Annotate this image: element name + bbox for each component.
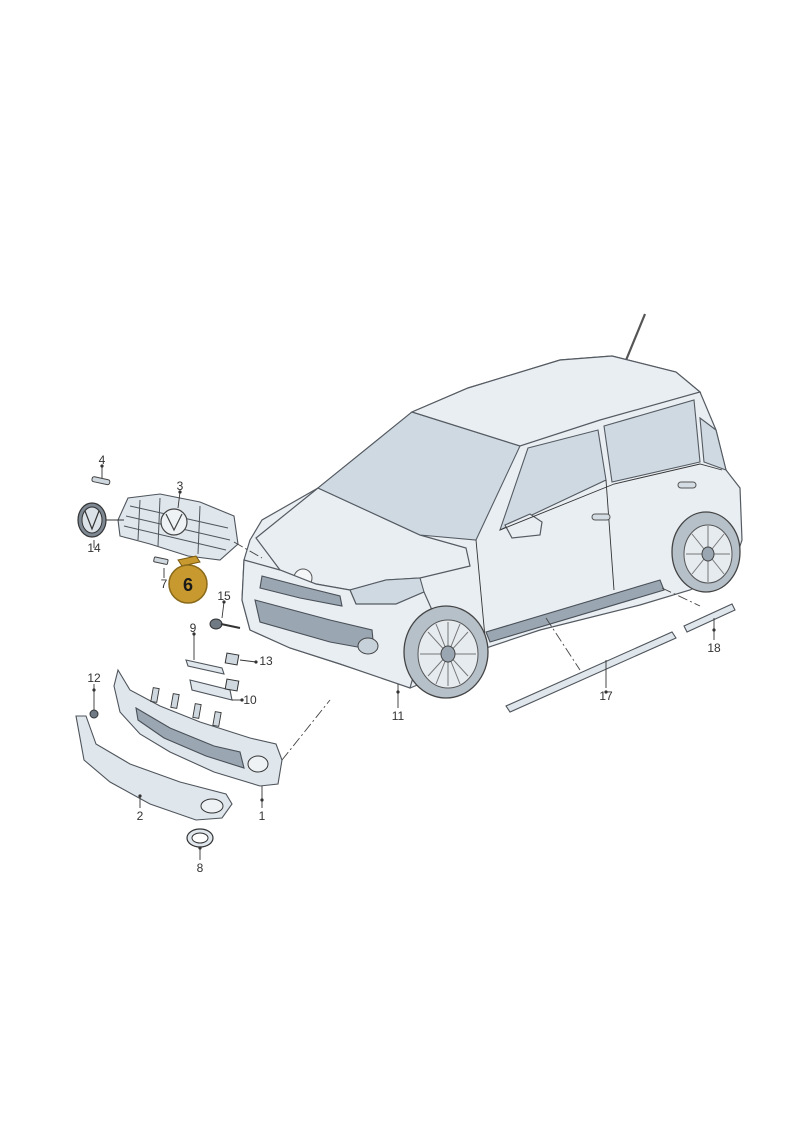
car-illustration [241, 313, 743, 699]
callout-10-label: 10 [243, 693, 257, 707]
bumper-cover [113, 668, 283, 787]
leader-lines [92, 464, 716, 860]
side-mouldings [505, 603, 736, 713]
callout-7-label: 7 [161, 577, 168, 591]
bumper-trim [75, 715, 233, 821]
callout-14-label: 14 [87, 541, 101, 555]
callout-15-label: 15 [217, 589, 231, 603]
callout-18-label: 18 [707, 641, 721, 655]
grille-assembly [77, 476, 239, 567]
callout-1-label: 1 [259, 809, 266, 823]
callout-6-marker[interactable]: 6 [168, 564, 208, 604]
callout-11-label: 11 [392, 709, 405, 723]
callout-17-label: 17 [599, 689, 613, 703]
callout-2-label: 2 [137, 809, 144, 823]
lower-grille-parts [185, 618, 257, 701]
callout-6-label: 6 [183, 575, 193, 595]
callout-9-label: 9 [190, 621, 197, 635]
callout-12-label: 12 [87, 671, 101, 685]
callout-13-label: 13 [259, 654, 273, 668]
callout-4-label: 4 [99, 453, 106, 467]
callout-8-label: 8 [197, 861, 204, 875]
callout-3-label: 3 [177, 479, 184, 493]
callout-labels: 1 2 3 4 7 8 9 10 11 12 13 14 15 17 18 [87, 453, 721, 875]
